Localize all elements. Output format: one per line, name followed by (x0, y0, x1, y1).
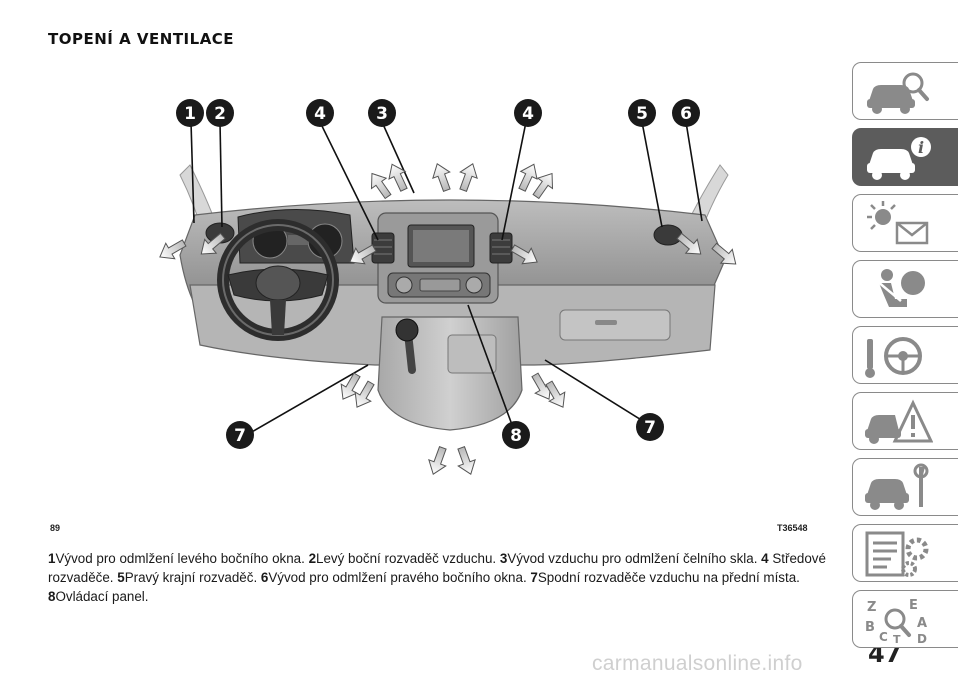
svg-text:C: C (879, 630, 888, 644)
cluster-display (288, 235, 308, 245)
callout-4-left: 4 (306, 99, 334, 127)
caption-text-3: Vývod vzduchu pro odmlžení čelního skla. (507, 551, 758, 566)
caption-text-7: Spodní rozvaděče vzduchu na přední místa… (537, 570, 800, 585)
right-knob (465, 276, 483, 294)
spec-list-gear-icon (865, 531, 929, 577)
callout-1: 1 (176, 99, 204, 127)
caption-text-8: Ovládací panel. (55, 589, 149, 604)
svg-text:7: 7 (644, 418, 656, 438)
caption-text-5: Pravý krajní rozvaděč. (124, 570, 258, 585)
svg-text:T: T (893, 633, 901, 645)
console-tray (447, 334, 497, 374)
svg-text:6: 6 (680, 104, 692, 124)
tab-car-warning[interactable] (852, 392, 958, 450)
callout-7-right: 7 (636, 413, 664, 441)
svg-text:D: D (917, 632, 927, 645)
dashboard-svg: 1 2 4 3 4 5 6 7 8 7 (154, 99, 743, 478)
svg-text:2: 2 (214, 104, 226, 124)
svg-text:4: 4 (522, 104, 534, 124)
screen-glass (413, 230, 469, 262)
callout-4-right: 4 (514, 99, 542, 127)
tab-specifications[interactable] (852, 524, 958, 582)
center-left-vent (371, 232, 395, 264)
caption-num-6: 6 (260, 570, 269, 585)
page-title: TOPENÍ A VENTILACE (48, 30, 235, 48)
caption-text-2: Levý boční rozvaděč vzduchu. (316, 551, 497, 566)
caption-text-6: Vývod pro odmlžení pravého bočního okna. (268, 570, 527, 585)
callout-7-left: 7 (226, 421, 254, 449)
glove-box-handle (595, 320, 617, 325)
callout-2: 2 (206, 99, 234, 127)
svg-text:4: 4 (314, 104, 326, 124)
caption-num-7: 7 (530, 570, 538, 585)
tab-car-info[interactable]: i (852, 128, 958, 186)
center-right-vent (489, 232, 513, 264)
svg-text:8: 8 (510, 426, 522, 446)
caption-text-4: Středové rozvaděče. (48, 551, 826, 585)
gear-knob (395, 318, 419, 342)
callout-5: 5 (628, 99, 656, 127)
right-side-vent (653, 224, 683, 246)
car-warning-icon (865, 399, 933, 444)
callout-6: 6 (672, 99, 700, 127)
svg-text:5: 5 (636, 104, 648, 124)
alphabet-index-icon: Z E B A C T D (865, 598, 927, 645)
tab-car-search[interactable] (852, 62, 958, 120)
car-tools-icon (865, 463, 929, 510)
svg-text:E: E (909, 598, 918, 613)
svg-text:i: i (918, 138, 924, 157)
tab-index[interactable]: Z E B A C T D (852, 590, 958, 648)
car-search-icon (867, 72, 929, 114)
caption-num-1: 1 (48, 551, 56, 566)
dashboard-illustration: 1 2 4 3 4 5 6 7 8 7 (150, 95, 750, 490)
steering-lower-spoke (270, 300, 286, 335)
steering-hub (255, 265, 301, 301)
callout-3: 3 (368, 99, 396, 127)
svg-text:1: 1 (184, 104, 196, 124)
figure-number: 89 (50, 523, 61, 533)
callouts: 1 2 4 3 4 5 6 7 8 7 (176, 99, 700, 449)
svg-text:3: 3 (376, 104, 388, 124)
caption-num-5: 5 (117, 570, 125, 585)
tab-car-tools[interactable] (852, 458, 958, 516)
svg-text:Z: Z (867, 600, 876, 615)
tab-steering-key[interactable] (852, 326, 958, 384)
caption-num-8: 8 (48, 589, 56, 604)
left-knob (395, 276, 413, 294)
figure-code: T36548 (777, 523, 808, 533)
steering-wheel-key-icon (865, 337, 922, 378)
climate-buttons (419, 278, 461, 292)
caption-num-4: 4 (761, 551, 769, 566)
tab-lights-mail[interactable] (852, 194, 958, 252)
svg-text:B: B (865, 620, 875, 635)
caption-text-1: Vývod pro odmlžení levého bočního okna. (55, 551, 305, 566)
car-info-icon: i (867, 137, 931, 180)
caption-num-3: 3 (499, 551, 508, 566)
tab-airbag-seat[interactable] (852, 260, 958, 318)
figure-caption: 1Vývod pro odmlžení levého bočního okna.… (48, 549, 828, 606)
svg-text:A: A (917, 616, 927, 631)
airbag-seat-icon (876, 269, 925, 307)
svg-text:7: 7 (234, 426, 246, 446)
caption-num-2: 2 (308, 551, 317, 566)
watermark: carmanualsonline.info (592, 652, 803, 675)
lights-mail-icon (867, 201, 929, 245)
callout-8: 8 (502, 421, 530, 449)
